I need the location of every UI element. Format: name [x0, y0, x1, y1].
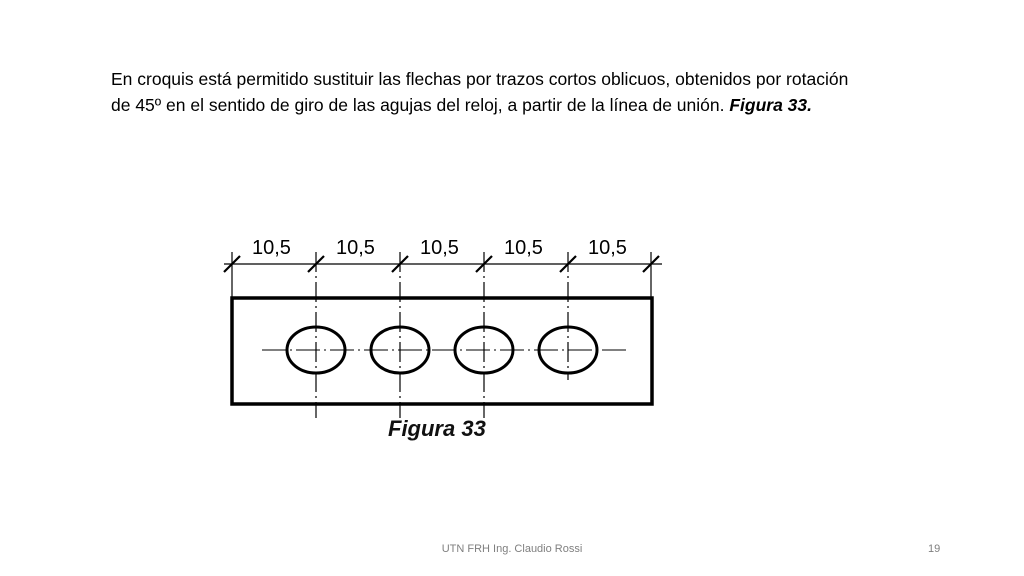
footer-text: UTN FRH Ing. Claudio Rossi: [441, 543, 583, 555]
dimension-label: 10,5: [336, 237, 375, 259]
slide-body-text: En croquis está permitido sustituir las …: [111, 66, 871, 118]
figure-reference: Figura 33.: [729, 95, 813, 115]
dimension-label: 10,5: [420, 237, 459, 259]
hole-circle: [537, 325, 599, 375]
dimension-label: 10,5: [252, 237, 291, 259]
oblique-tick: [475, 255, 493, 273]
body-text: En croquis está permitido sustituir las …: [111, 69, 849, 115]
oblique-tick: [559, 255, 577, 273]
hole-circle: [285, 325, 347, 375]
technical-drawing-figure: 10,5 10,5 10,5 10,5 10,5: [210, 222, 670, 442]
hole-circle: [453, 325, 515, 375]
holes: [285, 325, 599, 375]
oblique-tick: [391, 255, 409, 273]
oblique-ticks: [223, 255, 660, 273]
oblique-tick: [642, 255, 660, 273]
dimension-label: 10,5: [504, 237, 543, 259]
plate-outline: [230, 296, 654, 406]
figure-caption: Figura 33: [388, 416, 486, 441]
extension-lines: [231, 252, 652, 418]
drawing-svg: 10,5 10,5 10,5 10,5 10,5: [223, 237, 662, 418]
oblique-tick: [223, 255, 241, 273]
dimension-label: 10,5: [588, 237, 627, 259]
page-number: 19: [928, 543, 941, 555]
hole-circle: [369, 325, 431, 375]
oblique-tick: [307, 255, 325, 273]
dimension-labels: 10,5 10,5 10,5 10,5 10,5: [252, 237, 627, 259]
